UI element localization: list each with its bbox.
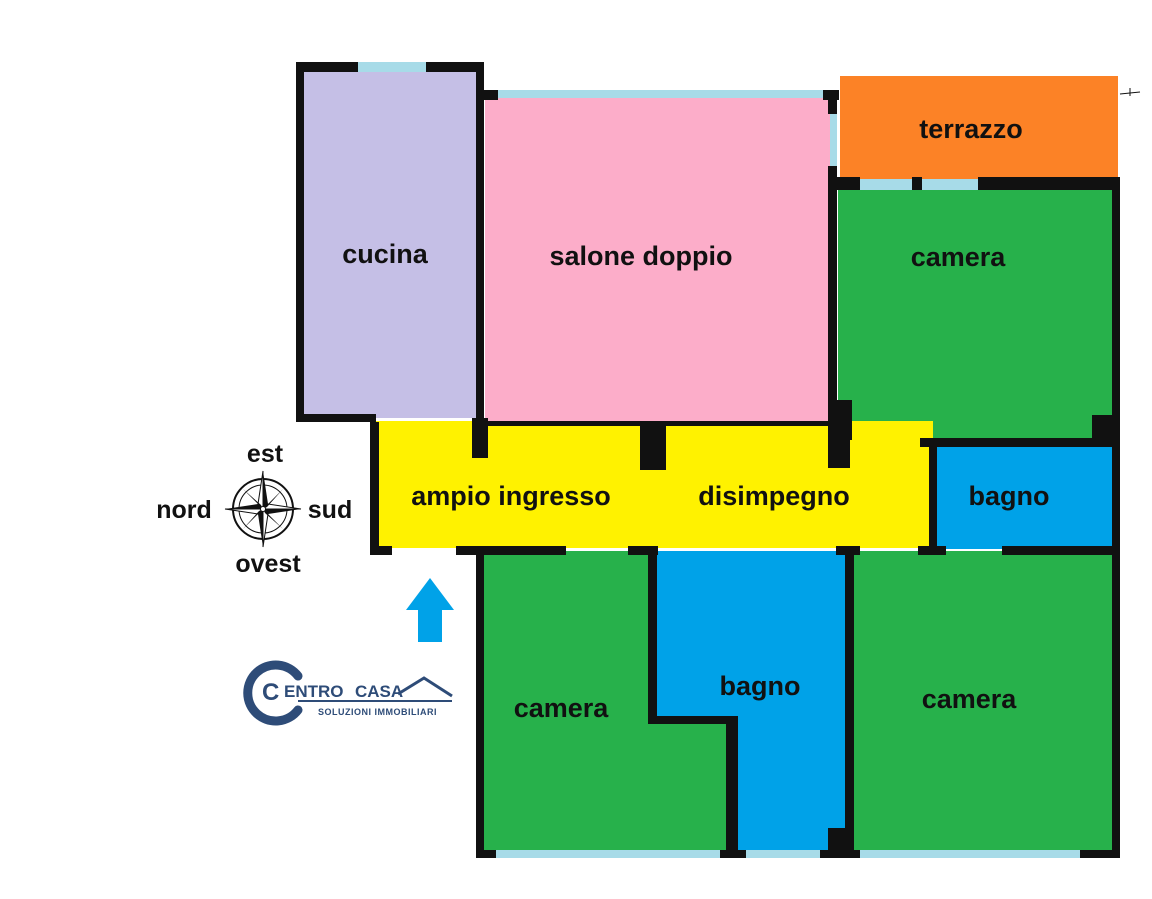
label-cucina: cucina — [342, 239, 429, 269]
logo-tagline: SOLUZIONI IMMOBILIARI — [318, 707, 437, 717]
logo-entro: ENTRO — [284, 682, 344, 701]
room-bedroom-bottom-left-ext — [650, 720, 730, 851]
arrow-up-icon — [406, 578, 454, 642]
room-bedroom-bottom-right — [852, 551, 1114, 851]
logo-letter-c: C — [262, 679, 279, 706]
windows — [358, 62, 1080, 858]
compass-north: nord — [156, 496, 212, 524]
compass-east: est — [247, 440, 284, 468]
room-kitchen — [303, 70, 478, 418]
compass: est nord sud ovest — [156, 440, 352, 578]
compass-west: ovest — [235, 550, 301, 578]
label-salone: salone doppio — [549, 241, 732, 271]
label-disimpegno: disimpegno — [698, 481, 850, 511]
company-logo: C ENTRO CASA SOLUZIONI IMMOBILIARI — [243, 660, 453, 726]
label-camera-bottom-left: camera — [514, 693, 610, 723]
room-bedroom-top — [838, 190, 1112, 438]
room-living — [485, 97, 830, 423]
label-bagno-right: bagno — [969, 481, 1050, 511]
room-bathroom-right — [935, 446, 1112, 549]
label-terrazzo: terrazzo — [919, 114, 1023, 144]
room-bathroom-center — [655, 551, 847, 851]
logo-casa: CASA — [355, 682, 403, 701]
compass-rose-icon — [224, 470, 302, 548]
label-camera-top: camera — [911, 242, 1007, 272]
label-camera-bottom-right: camera — [922, 684, 1018, 714]
room-terrace — [840, 76, 1118, 179]
compass-south: sud — [308, 496, 352, 524]
room-bedroom-bottom-left — [482, 551, 650, 851]
walls — [296, 62, 1120, 858]
label-ingresso: ampio ingresso — [411, 481, 611, 511]
label-bagno-center: bagno — [720, 671, 801, 701]
